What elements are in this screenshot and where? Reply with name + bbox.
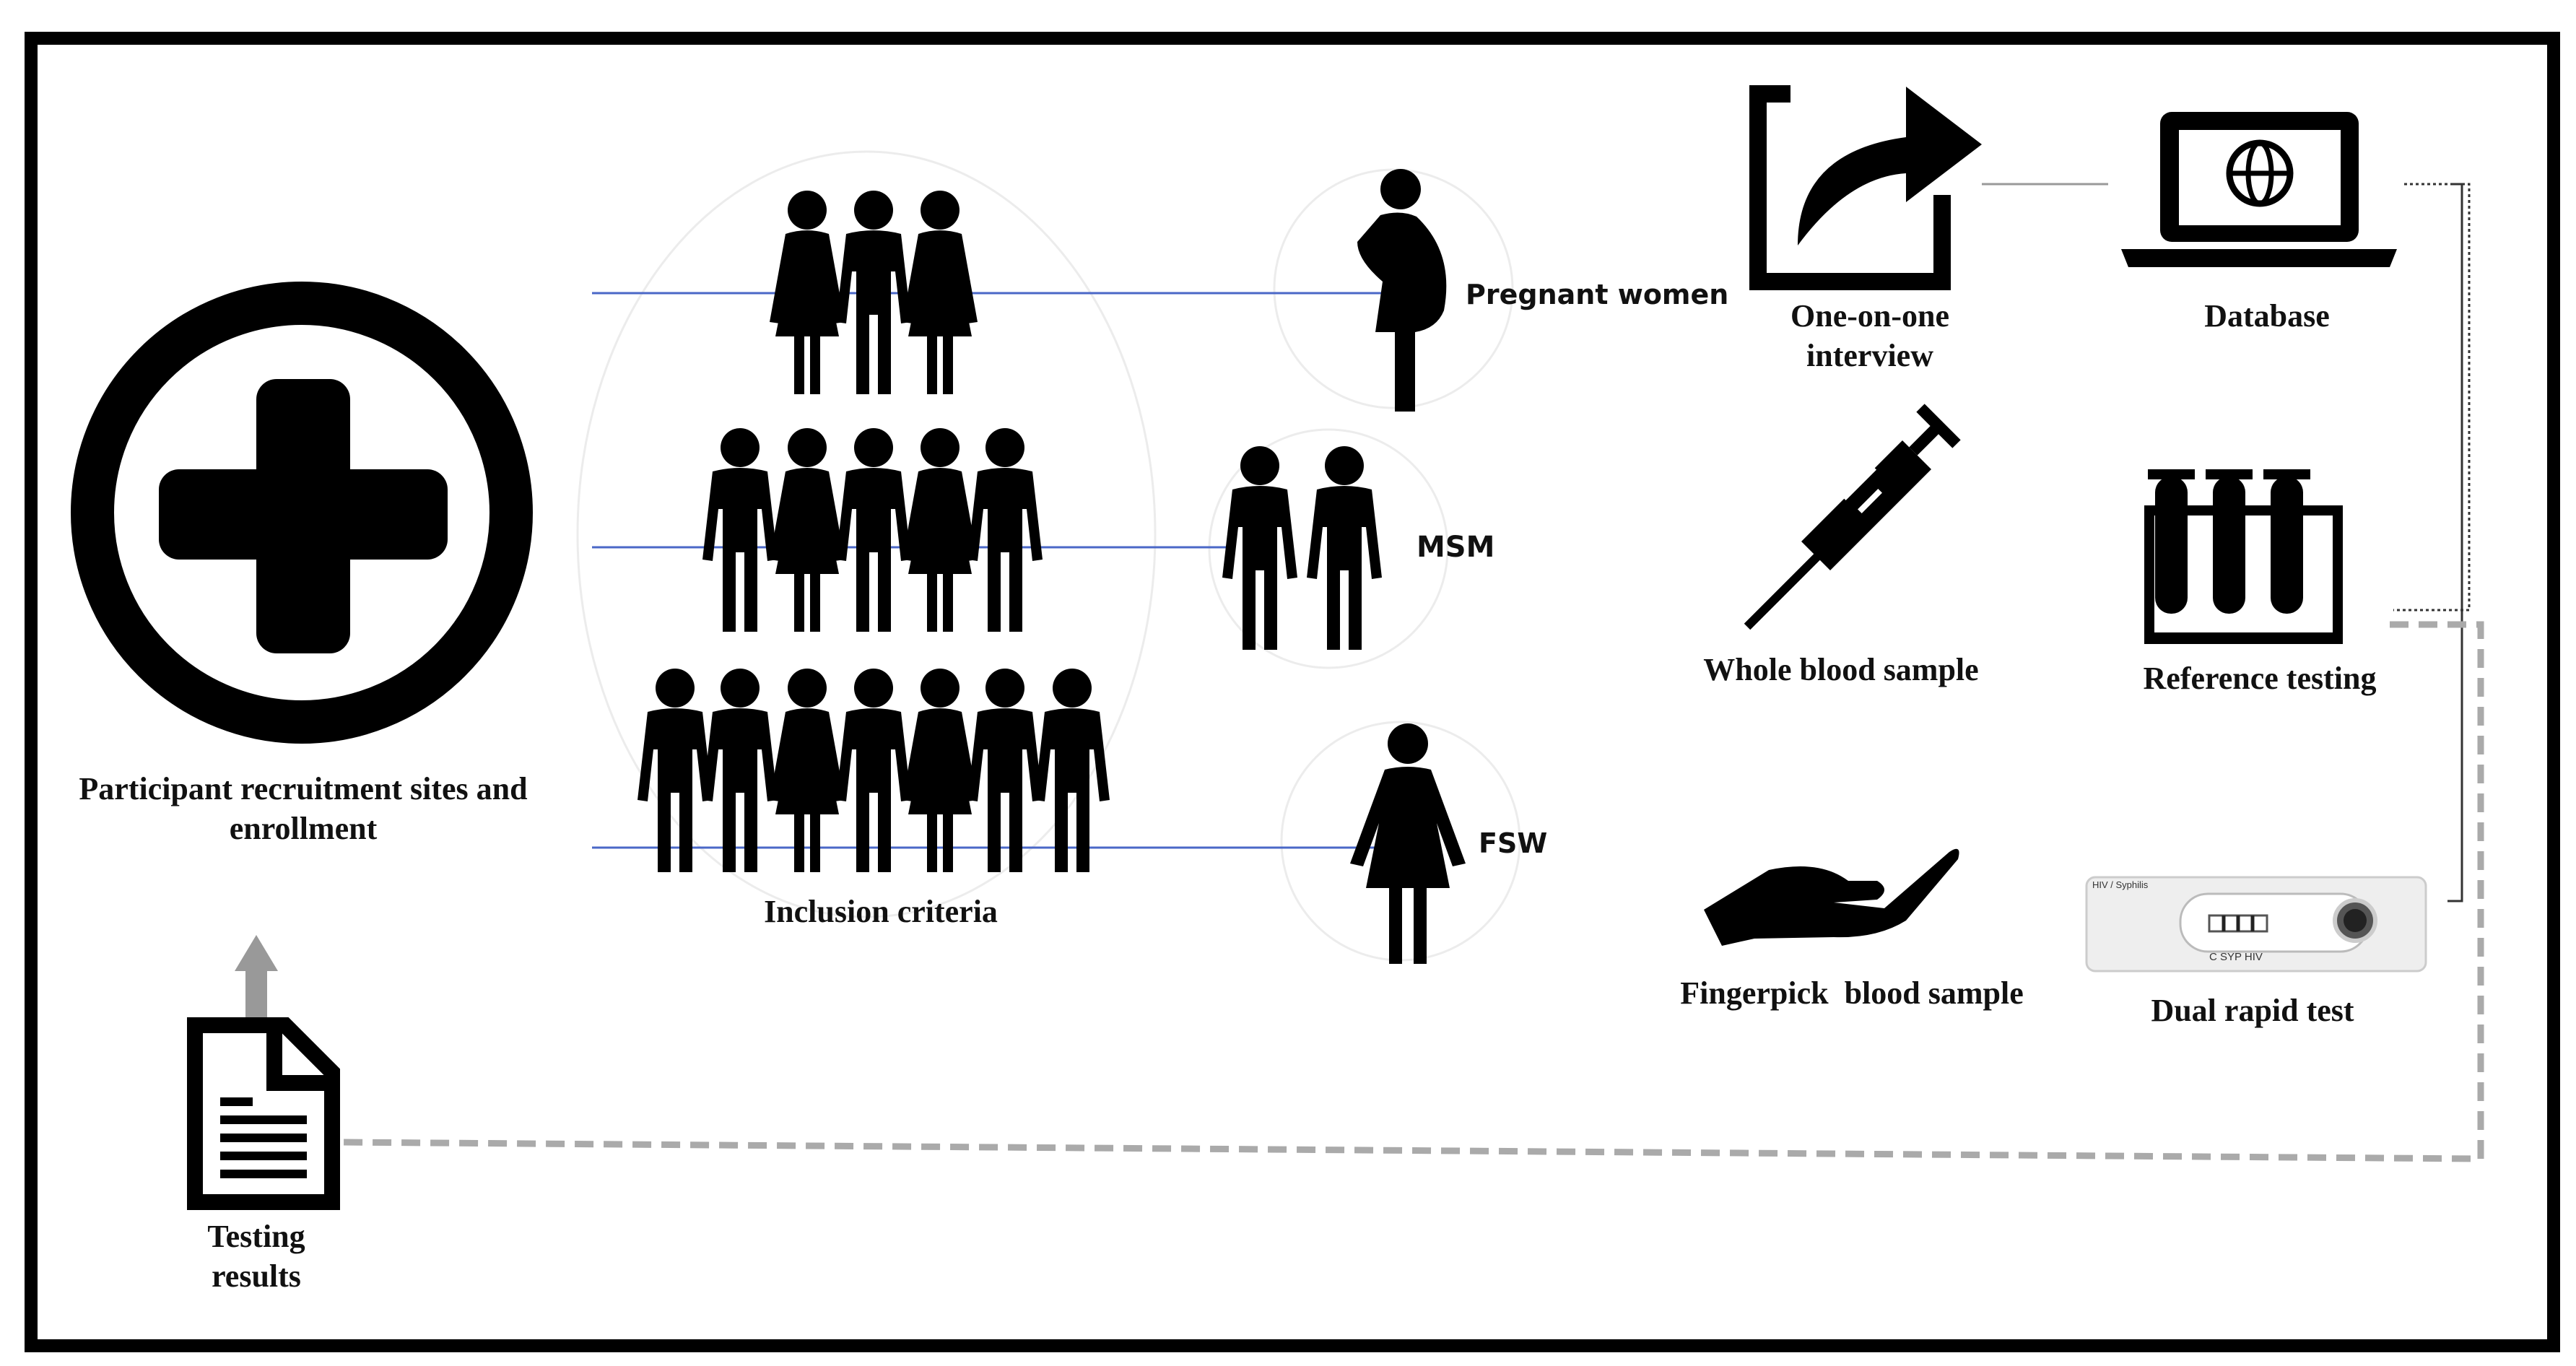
pregnant-woman-icon bbox=[1357, 169, 1447, 412]
results-return-dashed-line bbox=[342, 621, 2484, 1162]
testing-results-label: Testing results bbox=[207, 1219, 305, 1294]
fsw-woman-icon bbox=[1350, 723, 1466, 964]
msm-couple-icon bbox=[1222, 446, 1382, 650]
test-tubes-icon bbox=[2144, 469, 2343, 644]
reference-testing-label: Reference testing bbox=[2143, 661, 2377, 696]
inclusion-criteria-label: Inclusion criteria bbox=[764, 894, 998, 929]
msm-circle bbox=[1208, 428, 1449, 669]
dual-rapid-test-label: Dual rapid test bbox=[2151, 993, 2354, 1028]
share-arrow-icon bbox=[1749, 85, 1982, 290]
open-hand-icon bbox=[1704, 848, 1959, 946]
medical-cross-icon bbox=[71, 282, 533, 744]
whole-blood-label: Whole blood sample bbox=[1703, 652, 1979, 687]
database-reference-bracket bbox=[2393, 183, 2471, 612]
fingerprick-label: Fingerpick blood sample bbox=[1680, 975, 2024, 1011]
test-strip-brand: HIV / Syphilis bbox=[2092, 879, 2149, 890]
interview-label: One-on-one interview bbox=[1790, 298, 1949, 373]
crowd-row1-icon bbox=[770, 191, 978, 394]
inclusion-ellipse bbox=[576, 150, 1157, 918]
msm-label: MSM bbox=[1417, 531, 1495, 564]
laptop-icon bbox=[2121, 112, 2397, 267]
pregnant-women-label: Pregnant women bbox=[1466, 279, 1729, 310]
database-rapidtest-bracket bbox=[2447, 183, 2463, 902]
recruitment-label: Participant recruitment sites and enroll… bbox=[79, 771, 528, 846]
crowd-row2-icon bbox=[702, 428, 1043, 632]
syringe-icon bbox=[1744, 404, 1961, 630]
document-icon bbox=[187, 1017, 340, 1210]
test-strip-marks: C SYP HIV bbox=[2209, 951, 2263, 963]
fsw-label: FSW bbox=[1479, 827, 1548, 859]
pregnant-circle bbox=[1273, 168, 1514, 409]
rapid-test-cassette-icon bbox=[2085, 876, 2427, 973]
database-label: Database bbox=[2204, 298, 2330, 334]
